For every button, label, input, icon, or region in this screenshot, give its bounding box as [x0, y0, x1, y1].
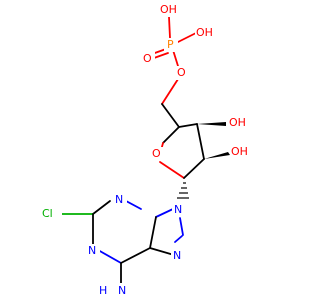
phosphate-group — [151, 16, 197, 105]
bond-oxo-p-2 — [153, 52, 169, 59]
bond-ch2-c4 — [161, 103, 180, 128]
hashed-bond-c1-n9 — [177, 182, 189, 199]
wedge-c2-oh — [204, 152, 230, 159]
bond-c6-c5 — [120, 247, 151, 264]
bond-c3-c2 — [196, 123, 205, 160]
label-phosphate-oh-right: OH — [196, 26, 213, 39]
label-chlorine: Cl — [42, 207, 53, 220]
label-c2-oh: OH — [231, 145, 248, 158]
molecule-structure: OH OH P O O O OH OH Cl N N N N H N — [40, 3, 254, 297]
label-ring-oxygen: O — [152, 147, 161, 160]
ribose-ring — [158, 103, 230, 199]
label-n3: N — [115, 193, 123, 206]
bond-c2-c1 — [183, 158, 205, 179]
bond-p-o-ester — [172, 49, 179, 67]
bond-c5-n7 — [149, 247, 175, 256]
bond-oh-p-right — [175, 32, 197, 44]
bond-oh-p — [168, 16, 171, 39]
label-c3-oh: OH — [229, 116, 246, 129]
label-amine-h2: H — [99, 284, 107, 297]
bond-o-ch2 — [161, 75, 181, 105]
bond-n1-c6 — [97, 249, 122, 264]
bond-c4-n3 — [125, 200, 142, 210]
label-phosphate-oh-top: OH — [160, 3, 177, 16]
bond-n9-c8 — [179, 217, 184, 236]
bond-n3-c2 — [92, 200, 111, 215]
bond-c4-o — [162, 126, 180, 144]
wedge-c3-oh — [197, 122, 226, 126]
bond-c8-n7 — [174, 235, 183, 243]
bond-o-c1 — [159, 161, 185, 179]
bond-n9-c4 — [155, 208, 174, 218]
label-phosphate-ester-o: O — [177, 66, 186, 79]
purine-ring — [60, 200, 184, 290]
label-phosphorus: P — [167, 38, 174, 51]
bond-c4-c3 — [178, 123, 198, 128]
label-n1: N — [88, 244, 96, 257]
atom-labels: OH OH P O O O OH OH Cl N N N N H N — [40, 3, 254, 297]
label-n7: N — [173, 249, 181, 262]
label-n9: N — [174, 203, 182, 216]
label-amine-n: N — [118, 284, 126, 297]
bond-c4-c5 — [149, 216, 157, 249]
label-phosphate-oxo: O — [143, 52, 152, 65]
